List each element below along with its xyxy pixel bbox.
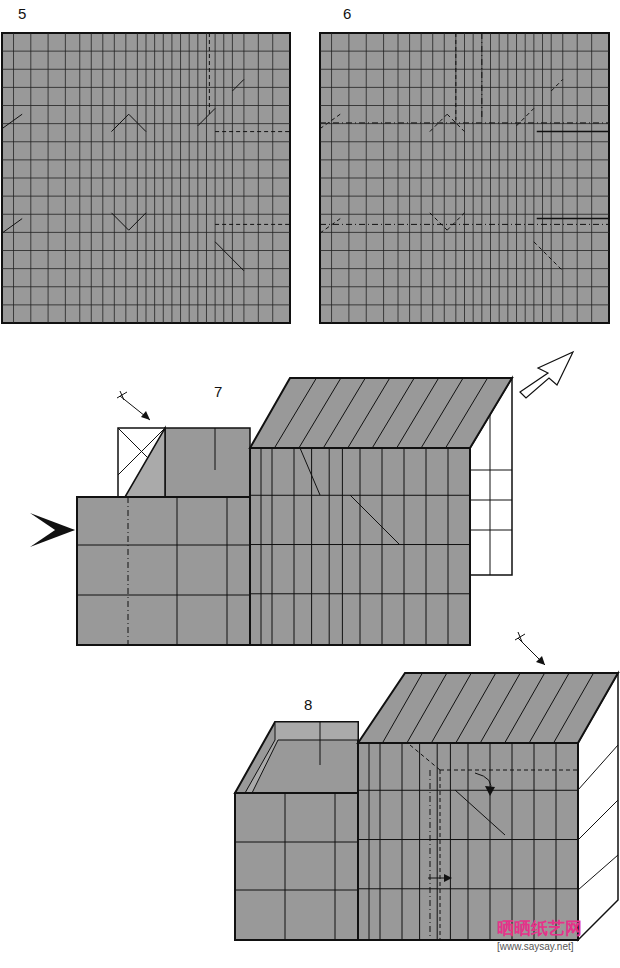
step-number: 5 [18, 6, 26, 21]
box-step-8 [235, 632, 618, 940]
watermark: 晒晒纸艺网 [497, 920, 582, 937]
step-number: 7 [214, 384, 222, 399]
watermark-url: [www.saysay.net] [497, 942, 574, 952]
crease-pattern-6 [320, 33, 609, 323]
box-step-7 [30, 352, 573, 645]
crease-pattern-5 [2, 33, 290, 323]
step-number: 8 [304, 697, 312, 712]
step-number: 6 [343, 6, 351, 21]
